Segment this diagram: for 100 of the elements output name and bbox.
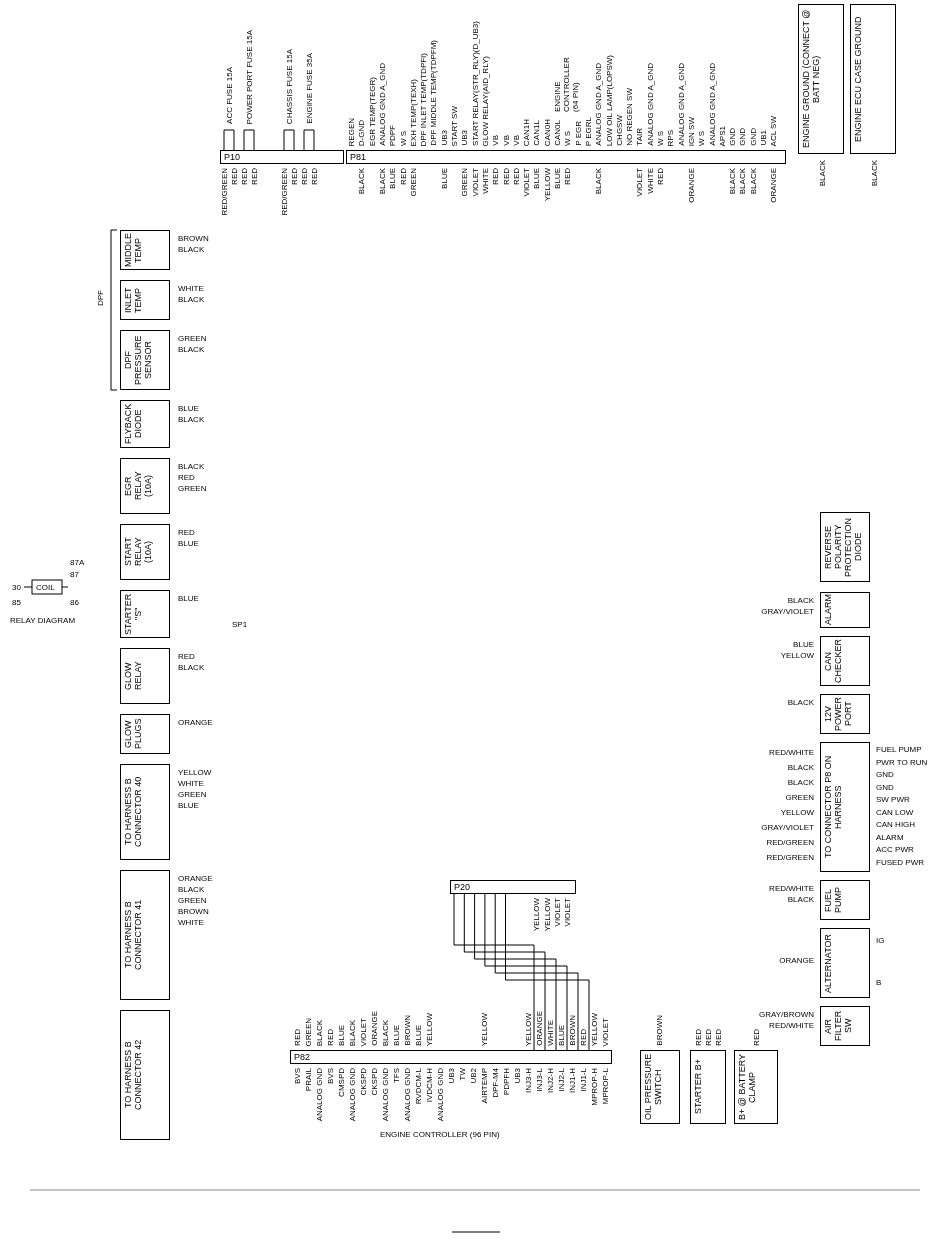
wire-color-label: BLACK: [748, 168, 758, 195]
pin-label: LOW OIL LAMP(LOPSW): [604, 54, 614, 146]
splice-label: SP1: [232, 620, 248, 629]
fuse-label: POWER PORT FUSE 15A: [245, 29, 254, 124]
connector-box: [820, 880, 870, 920]
pin-label: TW: [458, 1068, 467, 1081]
wire-color-label: GREEN: [408, 168, 418, 197]
wire: [505, 893, 590, 1051]
wire-color-label: RED: [178, 473, 195, 482]
fuse-label: CHASSIS FUSE 15A: [285, 48, 294, 124]
wire-color-label: BLUE: [793, 640, 814, 649]
connector-box: [820, 592, 870, 628]
wire-color-label: VIOLET: [635, 168, 645, 197]
pin-label: DPF-M4: [491, 1068, 500, 1098]
pin-label: ANALOG GND: [315, 1068, 324, 1122]
wire-color-label: VIOLET: [563, 898, 573, 927]
connector-label: STARTER B+: [693, 1058, 703, 1117]
connector-label: P10: [224, 152, 241, 162]
connector-box: [850, 4, 896, 154]
connector-box: [120, 648, 170, 704]
connector-box: [220, 150, 344, 164]
connector-label: INLET TEMP: [123, 286, 143, 315]
pin-label: W S: [656, 130, 665, 146]
connector-label: TO HARNESS B CONNECTOR 41: [123, 898, 143, 973]
pin-label: ENGINE CONTROLLER (96 PIN): [380, 1130, 500, 1139]
connector-label: TO HARNESS B CONNECTOR 40: [123, 775, 143, 850]
relay-coil-label: COIL: [36, 583, 55, 592]
relay-pin-label: 87: [70, 570, 79, 579]
pin-label: IG: [876, 936, 885, 945]
pin-label: ENGINE CONTROLLER (64 PIN): [553, 56, 580, 112]
wire-color-label: VIOLET: [553, 898, 562, 927]
wire-color-label: BLUE: [414, 1025, 423, 1046]
wire-color-label: WHITE: [178, 918, 204, 927]
wire-color-label: BLACK: [818, 160, 827, 187]
wire: [453, 893, 535, 1051]
wire-color-label: BLACK: [787, 596, 814, 605]
wire-color-label: BROWN: [178, 907, 209, 916]
pin-label: ACC PWR: [876, 845, 914, 854]
pin-label: TAIR: [635, 128, 645, 146]
connector-box: [120, 1010, 170, 1140]
pin-label: ANALOG GND: [348, 1068, 357, 1122]
wire-color-label: BLUE: [388, 168, 398, 189]
wire-color-label: YELLOW: [542, 168, 552, 202]
wire-color-label: BLACK: [787, 698, 814, 707]
connector-box: [820, 928, 870, 998]
wire-color-label: BLACK: [178, 345, 205, 354]
wire-color-label: BLACK: [738, 168, 748, 195]
pin-label: ALARM: [876, 832, 904, 842]
connector-label: TO CONNECTOR P8 ON HARNESS: [823, 754, 843, 861]
pin-label: IVDCM-H: [425, 1068, 434, 1103]
wire-color-label: BLUE: [532, 168, 542, 189]
wire-color-label: WHITE: [178, 779, 204, 788]
pin-label: W S: [563, 130, 573, 146]
pin-label: INJ3-L: [535, 1068, 544, 1092]
connector-label: 12V POWER PORT: [823, 697, 853, 731]
pin-label: START SW: [450, 105, 459, 146]
connector-box: [820, 636, 870, 686]
wire-color-label: WHITE: [178, 284, 204, 293]
pin-label: ANALOG GND A_GND: [676, 63, 686, 146]
diagram-caption: RELAY DIAGRAM: [10, 616, 76, 625]
pin-label: UB3: [513, 1068, 522, 1084]
wire-color-label: RED: [178, 652, 195, 661]
pin-label: GND: [748, 128, 758, 146]
wire-color-label: GREEN: [785, 793, 814, 802]
wire-color-label: ORANGE: [535, 1011, 544, 1046]
connector-label: ENGINE GROUND (CONNECT @ BATT NEG): [801, 8, 821, 151]
wire-color-label: ORANGE: [769, 168, 779, 203]
connector-label: AIR FILTER SW: [823, 1009, 853, 1043]
fuse-label: ENGINE FUSE 35A: [305, 53, 314, 124]
relay-pin-label: 87A: [70, 558, 85, 567]
wire-color-label: YELLOW: [532, 898, 542, 932]
wire-color-label: BLACK: [178, 245, 205, 254]
wire-color-label: BLUE: [178, 539, 199, 548]
wire-color-label: BLACK: [178, 885, 205, 894]
pin-label: IGN SW: [686, 116, 696, 146]
pin-label: ANALOG GND: [381, 1068, 390, 1122]
wire-color-label: WHITE: [645, 168, 655, 194]
pin-label: CAN0L: [553, 120, 562, 146]
wire-color-label: RED/GREEN: [220, 168, 229, 216]
wire-color-label: RED: [310, 168, 319, 185]
pin-label: GND: [738, 128, 748, 146]
connector-box: [120, 714, 170, 754]
connector-box: [120, 590, 170, 638]
pin-label: MPROP-H: [590, 1068, 599, 1106]
wire-color-label: RED/WHITE: [769, 884, 814, 893]
pin-label: ANALOG GND A_GND: [707, 63, 717, 146]
wire-color-label: BLACK: [357, 168, 367, 195]
wire-color-label: YELLOW: [480, 1012, 489, 1046]
wire-color-label: RED: [694, 1029, 703, 1046]
wire-color-label: BLACK: [787, 763, 814, 772]
pin-label: UB3: [447, 1068, 456, 1084]
pin-label: EGR TEMP(TEGR): [367, 76, 377, 146]
connector-box: [120, 230, 170, 270]
wire-color-label: RED: [511, 168, 521, 185]
pin-label: ACL SW: [769, 115, 779, 146]
wire-color-label: BLUE: [178, 404, 199, 413]
wire-color-label: RED: [704, 1029, 713, 1046]
wire-color-label: BLACK: [870, 160, 879, 187]
connector-box: [820, 512, 870, 582]
pin-label: CKSPD: [370, 1068, 379, 1096]
